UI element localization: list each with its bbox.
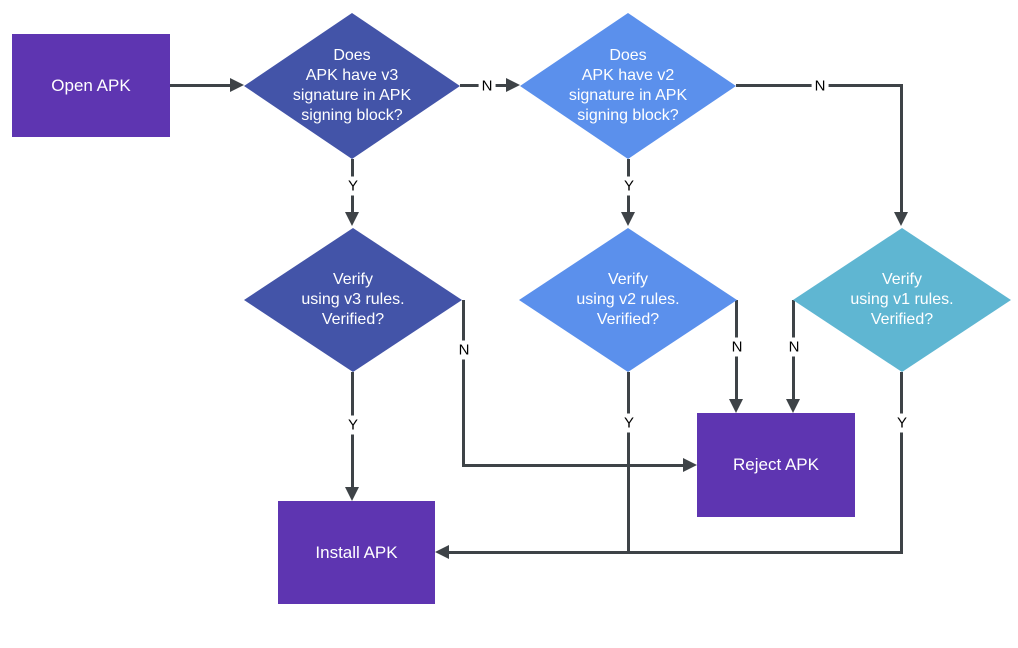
edge-line	[900, 372, 903, 554]
arrowhead-down-icon	[729, 399, 743, 413]
edge-line	[462, 464, 683, 467]
edge-label-no: N	[811, 76, 829, 96]
edge-line	[462, 300, 465, 467]
node-label: Open APK	[51, 75, 131, 95]
edge-label-no: N	[785, 337, 803, 357]
edge-line	[627, 372, 630, 554]
edge-label-no: N	[478, 76, 496, 96]
edge-label-no: N	[728, 337, 746, 357]
arrowhead-down-icon	[345, 487, 359, 501]
arrowhead-down-icon	[345, 212, 359, 226]
node-decision-has-v2-signature: Does APK have v2 signature in APK signin…	[520, 13, 736, 159]
arrowhead-left-icon	[435, 545, 449, 559]
node-open-apk: Open APK	[12, 34, 170, 137]
node-label: Verify using v2 rules. Verified?	[576, 271, 680, 328]
node-decision-verify-v3: Verify using v3 rules. Verified?	[244, 228, 462, 372]
node-label: Verify using v3 rules. Verified?	[301, 271, 405, 328]
edge-label-yes: Y	[893, 413, 911, 433]
arrowhead-right-icon	[230, 78, 244, 92]
node-label: Verify using v1 rules. Verified?	[850, 271, 954, 328]
arrowhead-right-icon	[506, 78, 520, 92]
node-install-apk: Install APK	[278, 501, 435, 604]
node-label: Does APK have v2 signature in APK signin…	[568, 47, 688, 124]
edge-line	[900, 84, 903, 212]
node-decision-verify-v1: Verify using v1 rules. Verified?	[793, 228, 1011, 372]
edge-label-no: N	[455, 340, 473, 360]
node-label: Install APK	[315, 542, 398, 562]
arrowhead-down-icon	[894, 212, 908, 226]
arrowhead-down-icon	[621, 212, 635, 226]
edge-label-yes: Y	[620, 176, 638, 196]
node-label: Does APK have v3 signature in APK signin…	[292, 47, 412, 124]
node-decision-has-v3-signature: Does APK have v3 signature in APK signin…	[244, 13, 460, 159]
edge-label-yes: Y	[344, 176, 362, 196]
node-label: Reject APK	[733, 455, 819, 474]
arrowhead-right-icon	[683, 458, 697, 472]
edge-label-yes: Y	[344, 415, 362, 435]
edge-line	[170, 84, 230, 87]
arrowhead-down-icon	[786, 399, 800, 413]
node-reject-apk: Reject APK	[697, 413, 855, 517]
edge-label-yes: Y	[620, 413, 638, 433]
edge-line	[449, 551, 903, 554]
node-decision-verify-v2: Verify using v2 rules. Verified?	[519, 228, 737, 372]
